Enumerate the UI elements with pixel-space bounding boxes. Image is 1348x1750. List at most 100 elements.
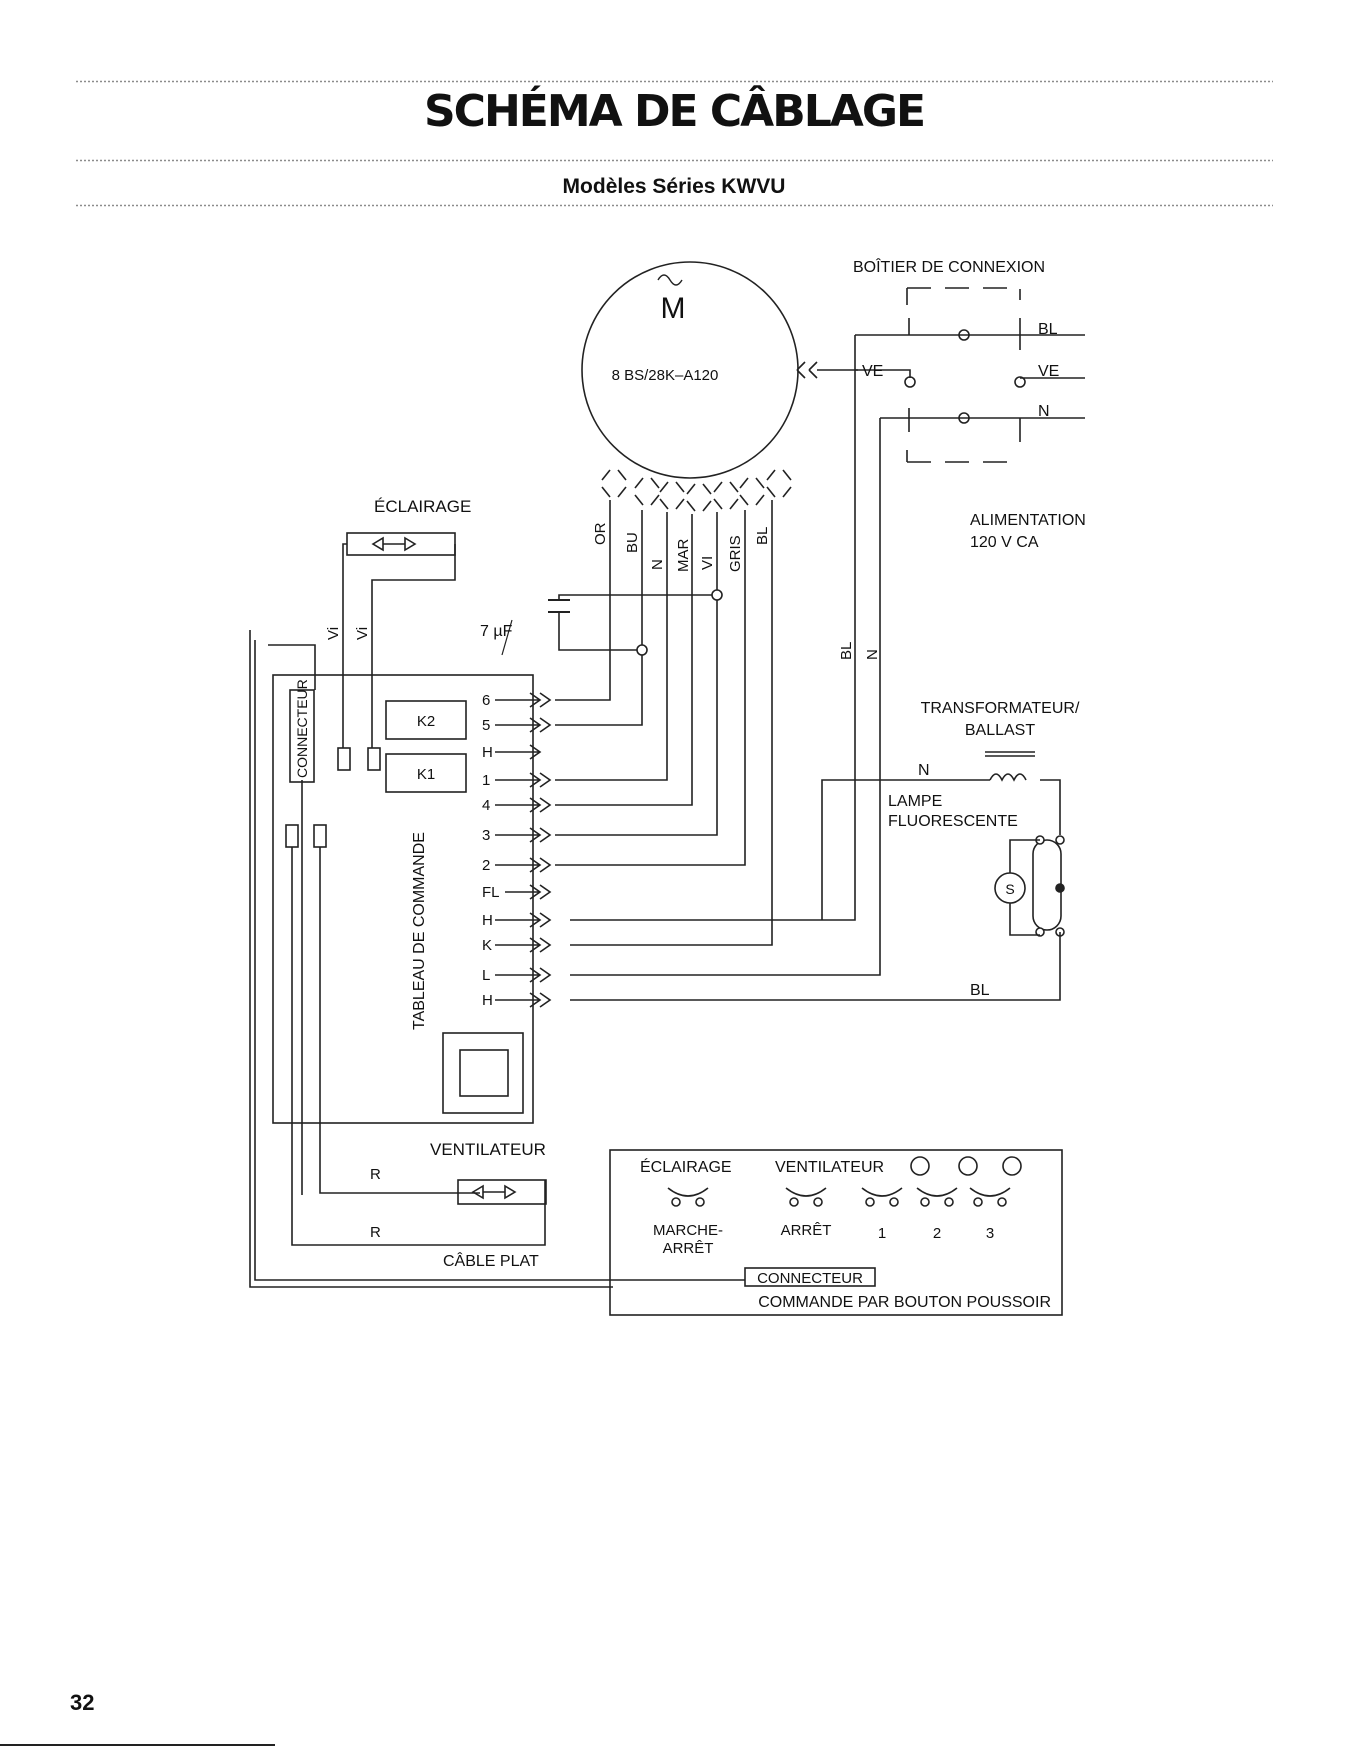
relay-k1-box [385, 753, 467, 793]
board-connector-label: CONNECTEUR [294, 679, 310, 778]
terminal-label: 1 [482, 772, 490, 789]
transformer-wire-n [821, 779, 1061, 920]
motor-wire-or [555, 500, 611, 701]
lighting-label: ÉCLAIRAGE [374, 497, 471, 516]
push-button-speed-1: 1 [878, 1225, 886, 1242]
push-button-header-lighting: ÉCLAIRAGE [640, 1157, 732, 1176]
push-button-header-fan: VENTILATEUR [775, 1159, 884, 1176]
terminal-labels: 6 5 H 1 4 3 2 FL H K L H [482, 692, 500, 1009]
control-board-outline [272, 674, 534, 1124]
junction-label-n: N [1038, 403, 1050, 420]
motor-wire-label: OR [592, 522, 609, 545]
power-label-line1: ALIMENTATION [970, 512, 1086, 529]
page-subtitle: Modèles Séries KWVU [562, 175, 786, 198]
motor-wire-label: BL [754, 527, 771, 545]
lighting-wire-label-1: Vi [325, 627, 342, 640]
push-button-on-off-2: ARRÊT [663, 1240, 714, 1257]
motor-wire-labels: OR BU N MAR VI GRIS BL [592, 522, 771, 572]
junction-label-bl: BL [1038, 321, 1058, 338]
fan-wire-label-1: R [370, 1166, 381, 1183]
transformer-label-line1: TRANSFORMATEUR/ [921, 700, 1080, 717]
feed-wire-label-bl: BL [838, 642, 855, 660]
relay-k2-box [385, 700, 467, 740]
control-board-label: TABLEAU DE COMMANDE [411, 832, 428, 1030]
push-button-connector-label: CONNECTEUR [757, 1270, 863, 1287]
push-button-connector-box [744, 1267, 876, 1287]
push-button-caption: COMMANDE PAR BOUTON POUSSOIR [758, 1294, 1051, 1311]
middle-dotted-rule [75, 159, 1273, 162]
push-button-speed-2: 2 [933, 1225, 941, 1242]
motor-wire-mar [555, 514, 693, 806]
terminal-label: 6 [482, 692, 490, 709]
page-title: SCHÉMA DE CÂBLAGE [423, 86, 926, 137]
motor-symbol: M [661, 292, 686, 325]
lamp-wire-bl-label: BL [970, 982, 990, 999]
fan-wire-label-2: R [370, 1224, 381, 1241]
fan-wires [291, 847, 546, 1246]
motor-wire-label: GRIS [727, 535, 744, 572]
feed-wire-bl [570, 335, 856, 921]
transformer-label-line2: BALLAST [965, 722, 1035, 739]
push-button-on-off-1: MARCHE- [653, 1222, 723, 1239]
transformer-wire-n-label: N [918, 762, 930, 779]
motor-wire-bundle [601, 469, 792, 512]
flat-cable-label: CÂBLE PLAT [443, 1251, 539, 1270]
terminal-label: L [482, 967, 490, 984]
starter-label: S [1005, 881, 1014, 897]
terminal-label: H [482, 912, 493, 929]
motor-wire-gris [555, 510, 746, 866]
push-button-speed-3: 3 [986, 1225, 994, 1242]
motor-wire-vi [555, 512, 718, 836]
terminal-label: K [482, 937, 492, 954]
motor-wire-bu [555, 510, 643, 726]
motor-model: 8 BS/28K–A120 [612, 367, 719, 384]
relay-k1-label: K1 [417, 766, 435, 783]
lighting-contact-icon [371, 536, 417, 552]
terminal-label: H [482, 744, 493, 761]
starter-icon [994, 872, 1026, 904]
terminal-label: 3 [482, 827, 490, 844]
feed-wire-n [570, 418, 881, 976]
capacitor [501, 589, 723, 656]
terminal-label: 2 [482, 857, 490, 874]
terminal-label: FL [482, 884, 500, 901]
junction-label-ve-right: VE [1038, 363, 1059, 380]
junction-wire-bl [855, 318, 1085, 350]
lamp-label-line2: FLUORESCENTE [888, 813, 1018, 830]
lighting-wire-label-2: Vi [354, 627, 371, 640]
terminal-label: 4 [482, 797, 490, 814]
junction-terminal-bl [958, 329, 970, 341]
top-dotted-rule [75, 80, 1273, 83]
motor-wire-bl [570, 500, 773, 946]
feed-wire-label-n: N [864, 649, 881, 660]
junction-terminal-n [958, 412, 970, 424]
fan-label: VENTILATEUR [430, 1140, 546, 1159]
terminal-plugs [495, 692, 552, 1008]
page-number: 32 [70, 1690, 95, 1715]
junction-wire-n [880, 408, 1085, 442]
junction-wire-ve [855, 369, 1085, 379]
motor-plug-ve [796, 361, 858, 379]
fan-contact-icon [471, 1184, 517, 1200]
transformer-core [985, 751, 1035, 757]
motor-wire-label: MAR [675, 539, 692, 573]
junction-label-ve-left: VE [862, 363, 883, 380]
terminal-label: H [482, 992, 493, 1009]
junction-terminal-ve-left [904, 376, 916, 388]
lighting-wires [342, 543, 456, 748]
motor-wire-label: VI [699, 556, 716, 570]
motor-wire-n [555, 512, 668, 781]
push-button-switch-icons [667, 1156, 1022, 1207]
lamp-wire-bl [570, 932, 1061, 1001]
motor-wire-label: BU [624, 532, 641, 553]
motor-wire-label: N [649, 559, 666, 570]
junction-terminal-ve-right [1014, 376, 1026, 388]
flat-cable [249, 630, 745, 1288]
transformer-coil-icon [989, 773, 1027, 782]
push-button-panel [609, 1149, 1063, 1316]
board-square-outer [442, 1032, 524, 1114]
ac-symbol-icon [657, 274, 683, 286]
lamp-label-line1: LAMPE [888, 793, 942, 810]
capacitor-label: 7 µF [480, 623, 513, 640]
